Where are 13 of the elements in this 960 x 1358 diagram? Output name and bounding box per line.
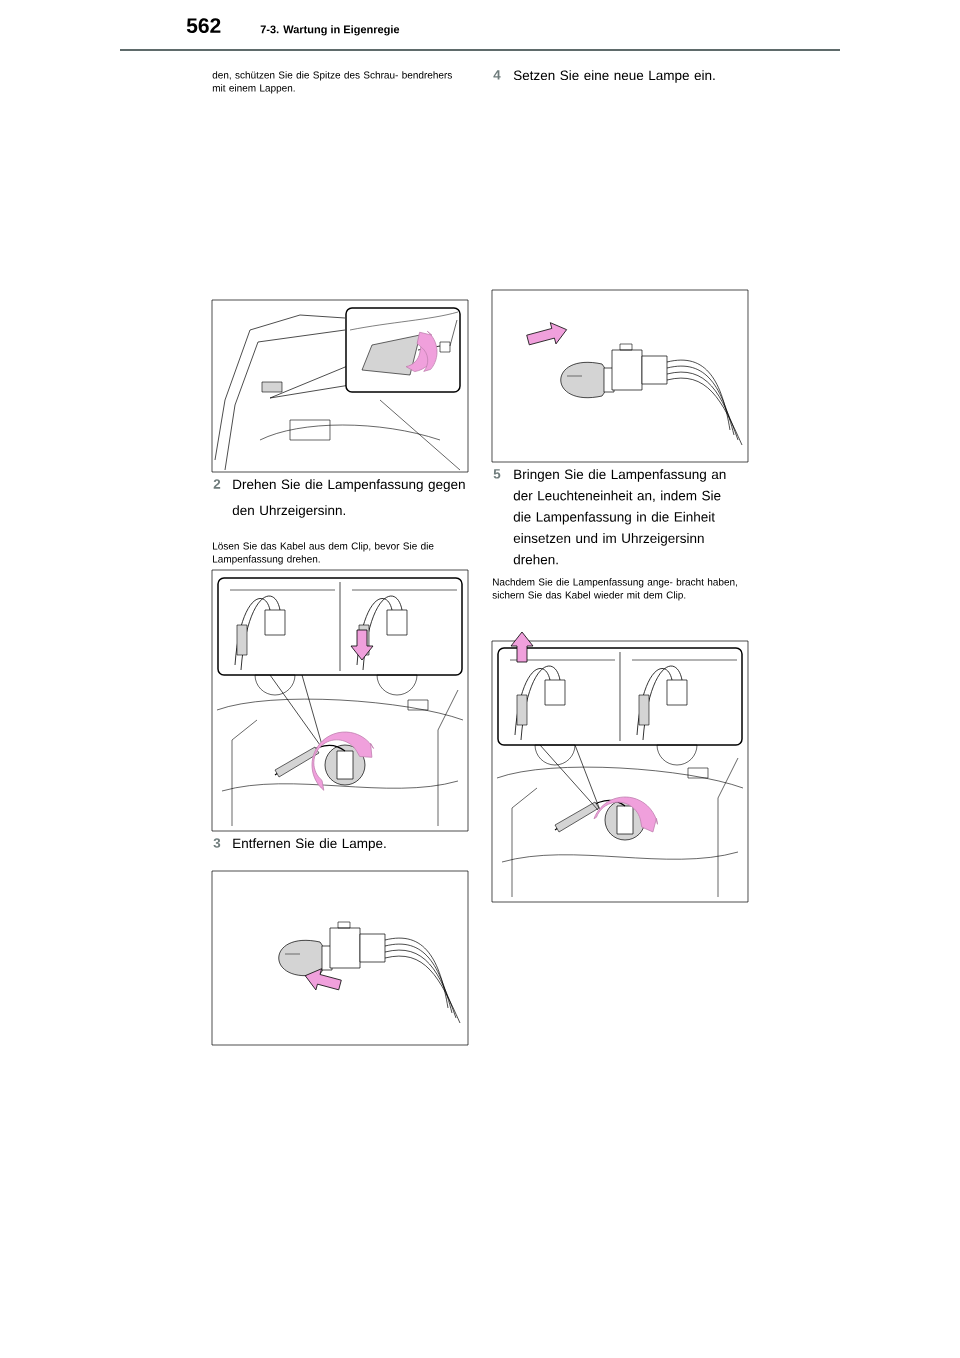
page-number: 562 [186, 18, 221, 34]
step-number: 3 [213, 838, 221, 848]
body-text: den, schützen Sie die Spitze des Schrau- bendrehers mit einem Lappen. [212, 71, 452, 94]
step-text: Drehen Sie die Lampenfassung gegen den Uhrzeigersinn. [232, 479, 465, 518]
step-number: 4 [493, 70, 501, 80]
step-text: Setzen Sie eine neue Lampe ein. [513, 70, 715, 83]
section-title: 7-3. Wartung in Eigenregie [260, 25, 400, 36]
step-text: Entfernen Sie die Lampe. [233, 838, 386, 851]
step-number: 2 [213, 479, 221, 489]
step-text: Bringen Sie die Lampenfassung an der Leuchteneinheit an, indem Sie die Lampenfassung in die Einheit einsetzen und im Uhrzeigersinn drehen. [513, 469, 726, 565]
step-number: 5 [493, 469, 501, 479]
note-text: Nachdem Sie die Lampenfassung ange- bracht haben, sichern Sie das Kabel wieder mit dem Clip. [492, 578, 737, 601]
note-text: Lösen Sie das Kabel aus dem Clip, bevor Sie die Lampenfassung drehen. [213, 542, 434, 565]
